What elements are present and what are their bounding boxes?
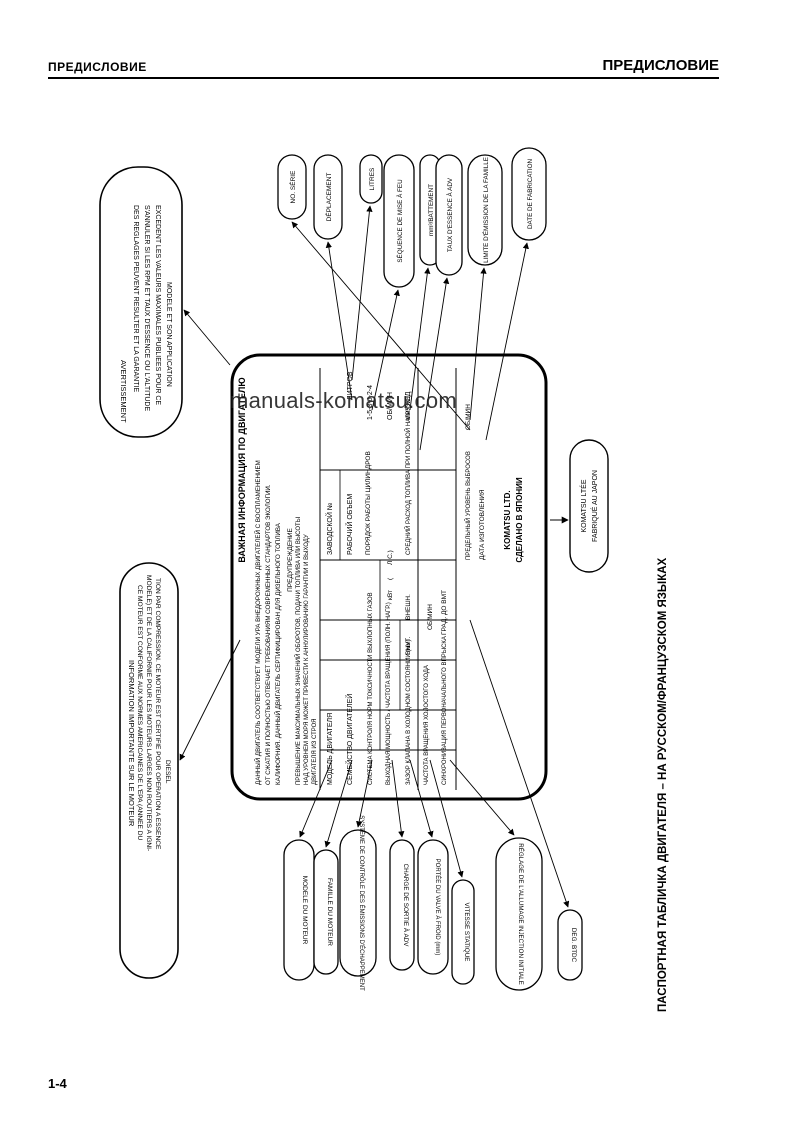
info-bubble: INFORMATION IMPORTANTE SUR LE MOTEUR CE … xyxy=(119,562,179,979)
label-output-power: ВЫХОДНАЯ МОЩНОСТЬ / ЧАСТОТА ВРАЩЕНИЯ (ПО… xyxy=(386,602,392,785)
label-serial: ЗАВОДСКОЙ № xyxy=(325,503,334,555)
bubble-idle-speed: VITESSE STATIQUE xyxy=(463,903,470,962)
bubble-deg-btdc: DEG. BTDC xyxy=(570,928,577,963)
label-displacement: РАБОЧИЙ ОБЪЕМ xyxy=(345,494,354,555)
header-right: ПРЕДИСЛОВИЕ xyxy=(602,57,719,74)
label-idle-speed: ЧАСТОТА ВРАЩЕНИЯ ХОЛОСТОГО ХОДА xyxy=(424,665,430,785)
info-bubble-title: INFORMATION IMPORTANTE SUR LE MOTEUR xyxy=(127,660,136,827)
nameplate-intro: ОТ СЖАТИЯ И ПОЛНОСТЬЮ ОТВЕЧАЕТ ТРЕБОВАНИ… xyxy=(265,484,272,785)
nameplate-warning: ПРЕВЫШЕНИЕ МАКСИМАЛЬНЫХ ЗНАЧЕНИЙ ОБОРОТО… xyxy=(294,517,302,785)
label-emission-system: СИСТЕМА КОНТРОЛЯ НОРМ ТОКСИЧНОСТИ ВЫХЛОП… xyxy=(368,592,374,785)
warning-bubble-line: S'ANNULER SI LES RPM ET TAUX D'ESSENCE O… xyxy=(143,205,150,411)
label-injection-timing: СИНХРОНИЗАЦИЯ ПЕРВОНАЧАЛЬНОГО ВПРЫСКА xyxy=(442,636,448,785)
warning-bubble-line: EXCEDENT LES VALEURS MAXIMALES PUBLIEES … xyxy=(154,205,161,405)
label-engine-family: СЕМЕЙСТВО ДВИГАТЕЛЕЙ xyxy=(345,694,354,785)
value-per-stroke: мм³/ХОД xyxy=(405,391,412,420)
bubble-manufacture-date: DATE DE FABRICATION xyxy=(527,159,534,230)
warning-bubble-line: MODELE ET SON APPLICATION xyxy=(165,282,172,387)
page-number: 1-4 xyxy=(48,1076,67,1091)
label-manufacture-date: ДАТА ИЗГОТОВЛЕНИЯ xyxy=(479,489,486,560)
value-firing-order: 1-5-3-6-2-4 xyxy=(367,385,374,420)
header-left: ПРЕДИСЛОВИЕ xyxy=(48,60,147,74)
value-degree: ГРАД. ДО ВМТ xyxy=(441,590,448,635)
label-firing-order: ПОРЯДОК РАБОТЫ ЦИЛИНДРОВ xyxy=(365,451,372,555)
nameplate-intro: КАЛИФОРНИЯ. ДАННЫЙ ДВИГАТЕЛЬ СЕРТИФИЦИРО… xyxy=(274,522,282,785)
label-fuel-rate: СРЕДНИЙ РАСХОД ТОПЛИВА ПРИ ПОЛНОЙ НАГРУЗ… xyxy=(404,396,412,555)
bubble-liters: LITRES xyxy=(369,167,376,190)
label-emission-limit: ПРЕДЕЛЬНЫЙ УРОВЕНЬ ВЫБРОСОВ xyxy=(464,451,472,560)
value-open-paren: ( xyxy=(387,577,394,580)
value-kw: кВт xyxy=(387,590,394,600)
info-bubble-line: MODELE) ET DE LA CALIFORNIE POUR LES MOT… xyxy=(145,575,152,851)
bubble-engine-model: MODELE DU MOTEUR xyxy=(301,876,308,945)
label-valve-clearance: ЗАЗОР КЛАПАНА В ХОЛОДНОМ СОСТОЯНИИ (мм) xyxy=(406,639,412,785)
maker-name: KOMATSU LTD. xyxy=(503,490,512,549)
bubble-valve-clearance: PORTÉE DU VALVE À FROID (mm) xyxy=(434,859,441,956)
warning-bubble-title: AVERTISSEMENT xyxy=(119,360,128,423)
engine-nameplate: ВАЖНАЯ ИНФОРМАЦИЯ ПО ДВИГАТЕЛЮ ДАННЫЙ ДВ… xyxy=(230,353,548,801)
bubble-engine-family: FAMILLE DU MOTEUR xyxy=(326,878,333,946)
nameplate-warning-title: ПРЕДУПРЕЖДЕНИЕ xyxy=(287,527,294,591)
value-idle-rpm: ОБ/МИН xyxy=(427,604,434,630)
value-emission-rpm: ОБ/МИН xyxy=(465,404,472,430)
bubble-injection-timing: RÉGLAGE DE L'ALLUMAGE INJECTION INITIALE xyxy=(517,843,524,984)
bubble-emission-limit: LIMITE D'ÉMISSION DE LA FAMILLE xyxy=(481,157,490,263)
bubble-firing-sequence: SÉQUENCE DE MISE À FEU xyxy=(395,179,404,263)
header-rule xyxy=(48,77,719,79)
nameplate-title: ВАЖНАЯ ИНФОРМАЦИЯ ПО ДВИГАТЕЛЮ xyxy=(237,377,247,562)
bubble-emission-system: SYSTÈME DE CONTRÔLE DES ÉMISSIONS D'ÉCHA… xyxy=(358,815,365,991)
made-in-bubble-line: FABRIQUÉ AU JAPON xyxy=(590,470,599,542)
bubble-fuel-rate: TAUX D'ESSENCE À ADV xyxy=(445,177,454,252)
label-engine-model: МОДЕЛЬ ДВИГАТЕЛЯ xyxy=(327,713,334,785)
nameplate-warning: НАД УРОВНЕМ МОРЯ МОЖЕТ ПРИВЕСТИ К АННУЛИ… xyxy=(304,534,310,785)
nameplate-warning: ДВИГАТЕЛЯ ИЗ СТРОЯ xyxy=(312,718,318,785)
made-in-bubble: KOMATSU LTÉE FABRIQUÉ AU JAPON xyxy=(569,439,609,573)
made-in-japan: СДЕЛАНО В ЯПОНИИ xyxy=(515,477,524,563)
warning-bubble: AVERTISSEMENT DES REGLAGES PEUVENT RESUL… xyxy=(99,166,183,438)
watermark: manuals-komatsu.com xyxy=(230,388,457,413)
diagram-caption: ПАСПОРТНАЯ ТАБЛИЧКА ДВИГАТЕЛЯ – НА РУССК… xyxy=(657,557,669,1012)
bottom-bubbles: MODELE DU MOTEUR FAMILLE DU MOTEUR SYSTÈ… xyxy=(283,815,583,991)
warning-bubble-line: DES REGLAGES PEUVENT RESULTER ET LA GARA… xyxy=(132,205,139,392)
bubble-output-power: CHARGE DE SORTIE À ADV xyxy=(402,864,411,948)
value-liters: ЛИТРОВ xyxy=(347,371,354,400)
value-outer: ВНЕШН. xyxy=(405,594,412,620)
value-inner: ВНУТ. xyxy=(405,637,412,655)
bubble-per-stroke: mm³/BATTEMENT xyxy=(428,184,435,236)
bubble-serial: NO. SÉRIE xyxy=(288,170,297,204)
made-in-bubble-line: KOMATSU LTÉE xyxy=(579,479,588,532)
info-bubble-line: CE MOTEUR EST CONFORME AUX NORMES AMERIC… xyxy=(136,585,143,841)
bubble-displacement: DÉPLACEMENT xyxy=(324,173,333,222)
nameplate-intro: ДАННЫЙ ДВИГАТЕЛЬ СООТВЕТСТВУЕТ МОДЕЛИ УР… xyxy=(254,460,262,785)
value-ps: Л.С.) xyxy=(387,550,394,565)
top-bubbles: NO. SÉRIE DÉPLACEMENT LITRES SÉQUENCE DE… xyxy=(277,147,547,288)
info-bubble-line: DIESEL xyxy=(164,760,171,784)
value-rpm: ОБ/МИН xyxy=(387,392,394,420)
info-bubble-line: TION PAR COMPRESSION. CE MOTEUR EST CERT… xyxy=(154,578,161,850)
